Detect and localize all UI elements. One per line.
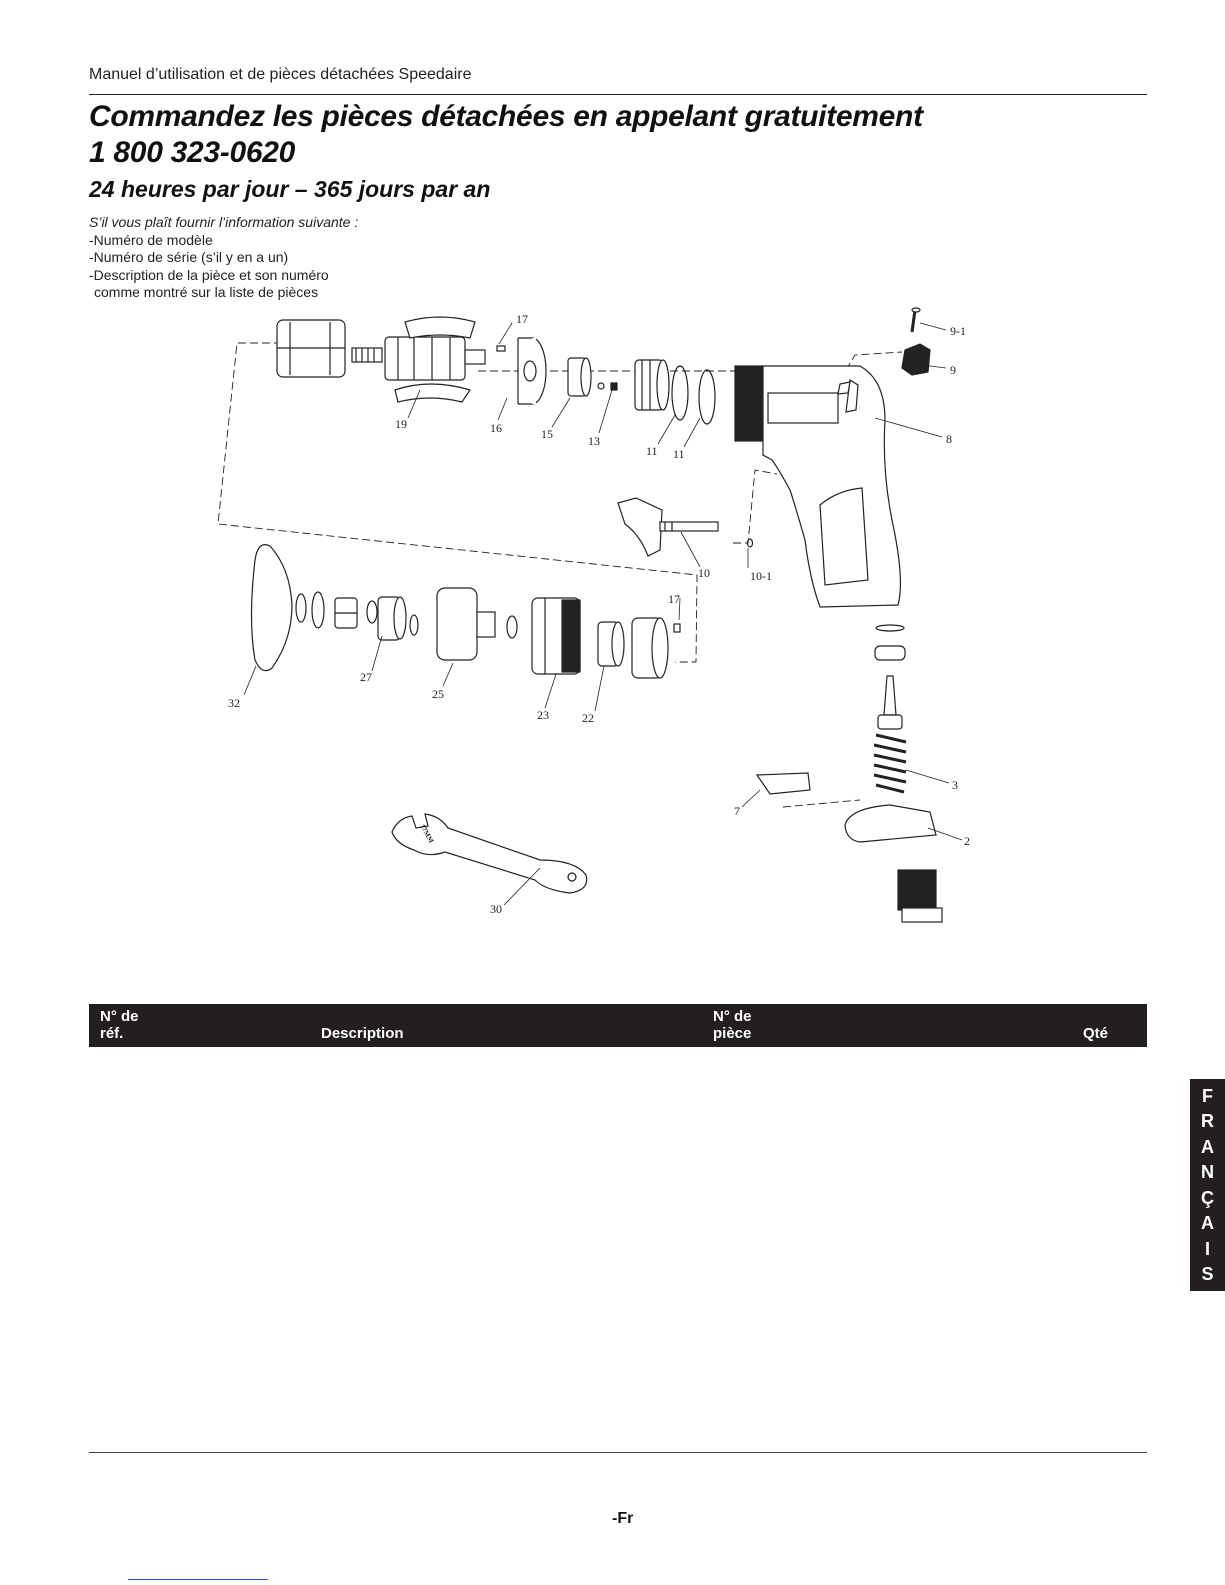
footer-divider <box>89 1452 1147 1453</box>
spindle-nut <box>334 597 358 629</box>
ring-gear <box>631 617 669 679</box>
column-part-line2: pièce <box>713 1025 752 1042</box>
bearing-15 <box>567 357 592 397</box>
instruction-description: -Description de la pièce et son numéro <box>89 266 329 283</box>
assembly-guide-lines <box>217 342 903 808</box>
inlet-nut <box>877 714 903 730</box>
pin-17-bottom <box>673 623 681 633</box>
wrench-30 <box>391 813 588 894</box>
callout-25: 25 <box>432 687 444 701</box>
bearing-27 <box>377 596 407 641</box>
tab-letter: R <box>1201 1111 1214 1132</box>
exploded-parts-diagram: 17 19 16 15 13 11 11 9-1 9 8 10 10-1 17 … <box>217 307 970 923</box>
pad-ring <box>311 591 325 629</box>
callout-7: 7 <box>734 804 740 818</box>
language-side-tab: F R A N Ç A I S <box>1190 1079 1225 1291</box>
callout-19: 19 <box>395 417 407 431</box>
reverse-button <box>901 343 931 376</box>
callout-10-1: 10-1 <box>750 569 772 583</box>
column-ref-line2: réf. <box>100 1025 124 1042</box>
pin-17-top <box>496 345 506 352</box>
instruction-serial: -Numéro de série (s’il y en a un) <box>89 249 289 266</box>
callout-23: 23 <box>537 708 549 722</box>
column-ref-line1: N° de <box>100 1008 139 1025</box>
parts-table-header: N° de réf. Description N° de pièce Qté <box>89 1004 1147 1047</box>
trigger-spring-10-1 <box>746 538 754 548</box>
availability-heading: 24 heures par jour – 365 jours par an <box>89 176 491 202</box>
sanding-pad <box>250 544 293 672</box>
column-description: Description <box>321 1025 404 1042</box>
exhaust-deflector-7 <box>755 772 811 795</box>
rotor-shaft <box>351 336 486 381</box>
inlet-valve-stem <box>883 675 897 716</box>
callout-11a: 11 <box>646 444 658 458</box>
column-ref-number: N° de réf. <box>100 1008 139 1042</box>
clip-ring <box>409 614 419 636</box>
info-instructions: S’il vous plaît fournir l’information su… <box>89 214 358 302</box>
tool-body <box>734 365 901 608</box>
tab-letter: N <box>1201 1162 1214 1183</box>
callout-9-1: 9-1 <box>950 324 966 338</box>
header-divider <box>89 94 1147 95</box>
tab-letter: A <box>1201 1136 1214 1157</box>
callout-17b: 17 <box>668 592 680 606</box>
rotor-blade-bottom <box>394 383 471 403</box>
spring-3 <box>873 733 907 794</box>
inlet-ring <box>874 645 906 661</box>
pad-washer <box>295 593 307 623</box>
gasket-inlet <box>875 624 905 632</box>
callout-30: 30 <box>490 902 502 916</box>
callout-27: 27 <box>360 670 372 684</box>
snap-ring <box>366 600 378 624</box>
callout-8: 8 <box>946 432 952 446</box>
trigger <box>617 497 719 557</box>
order-phone-number: 1 800 323-0620 <box>89 136 295 169</box>
order-heading: Commandez les pièces détachées en appela… <box>89 99 923 171</box>
instructions-lead: S’il vous plaît fournir l’information su… <box>89 214 359 230</box>
callout-9: 9 <box>950 363 956 377</box>
instruction-description-cont: comme montré sur la liste de pièces <box>94 284 319 301</box>
valve-body <box>634 359 670 411</box>
bearing-22 <box>597 621 625 667</box>
small-part-13 <box>610 382 618 391</box>
callout-32: 32 <box>228 696 240 710</box>
column-part-line1: N° de <box>713 1008 752 1025</box>
manual-title: Manuel d’utilisation et de pièces détach… <box>89 66 472 83</box>
callout-10: 10 <box>698 566 710 580</box>
page-number: -Fr <box>612 1510 634 1527</box>
end-cap-2 <box>844 804 937 843</box>
end-plate <box>517 337 547 405</box>
callout-17a: 17 <box>516 312 528 326</box>
gear-housing-25 <box>436 587 496 661</box>
air-inlet-fitting <box>897 869 943 923</box>
callout-16: 16 <box>490 421 502 435</box>
callout-2: 2 <box>964 834 970 848</box>
callout-3: 3 <box>952 778 958 792</box>
ball-13 <box>597 382 605 390</box>
rotor-blade-top <box>404 316 476 339</box>
trigger-lock-screw <box>910 307 921 333</box>
tab-letter: F <box>1202 1086 1213 1106</box>
instruction-model: -Numéro de modèle <box>89 231 213 248</box>
link-underline <box>128 1579 268 1580</box>
callout-leaders <box>243 322 963 906</box>
tab-letter: Ç <box>1201 1187 1214 1208</box>
order-heading-line: Commandez les pièces détachées en appela… <box>89 100 923 133</box>
planet-gear-23 <box>531 597 581 675</box>
callout-13: 13 <box>588 434 600 448</box>
column-part-number: N° de pièce <box>713 1008 752 1042</box>
callout-22: 22 <box>582 711 594 725</box>
callout-11b: 11 <box>673 447 685 461</box>
tab-letter: I <box>1204 1238 1210 1259</box>
column-quantity: Qté <box>1083 1025 1109 1042</box>
tab-letter: A <box>1201 1213 1214 1234</box>
o-ring-1 <box>671 365 689 421</box>
cylinder-housing <box>276 319 346 378</box>
o-ring-2 <box>698 369 716 425</box>
callout-15: 15 <box>541 427 553 441</box>
tab-letter: S <box>1201 1263 1214 1284</box>
spacer-ring <box>506 615 518 639</box>
